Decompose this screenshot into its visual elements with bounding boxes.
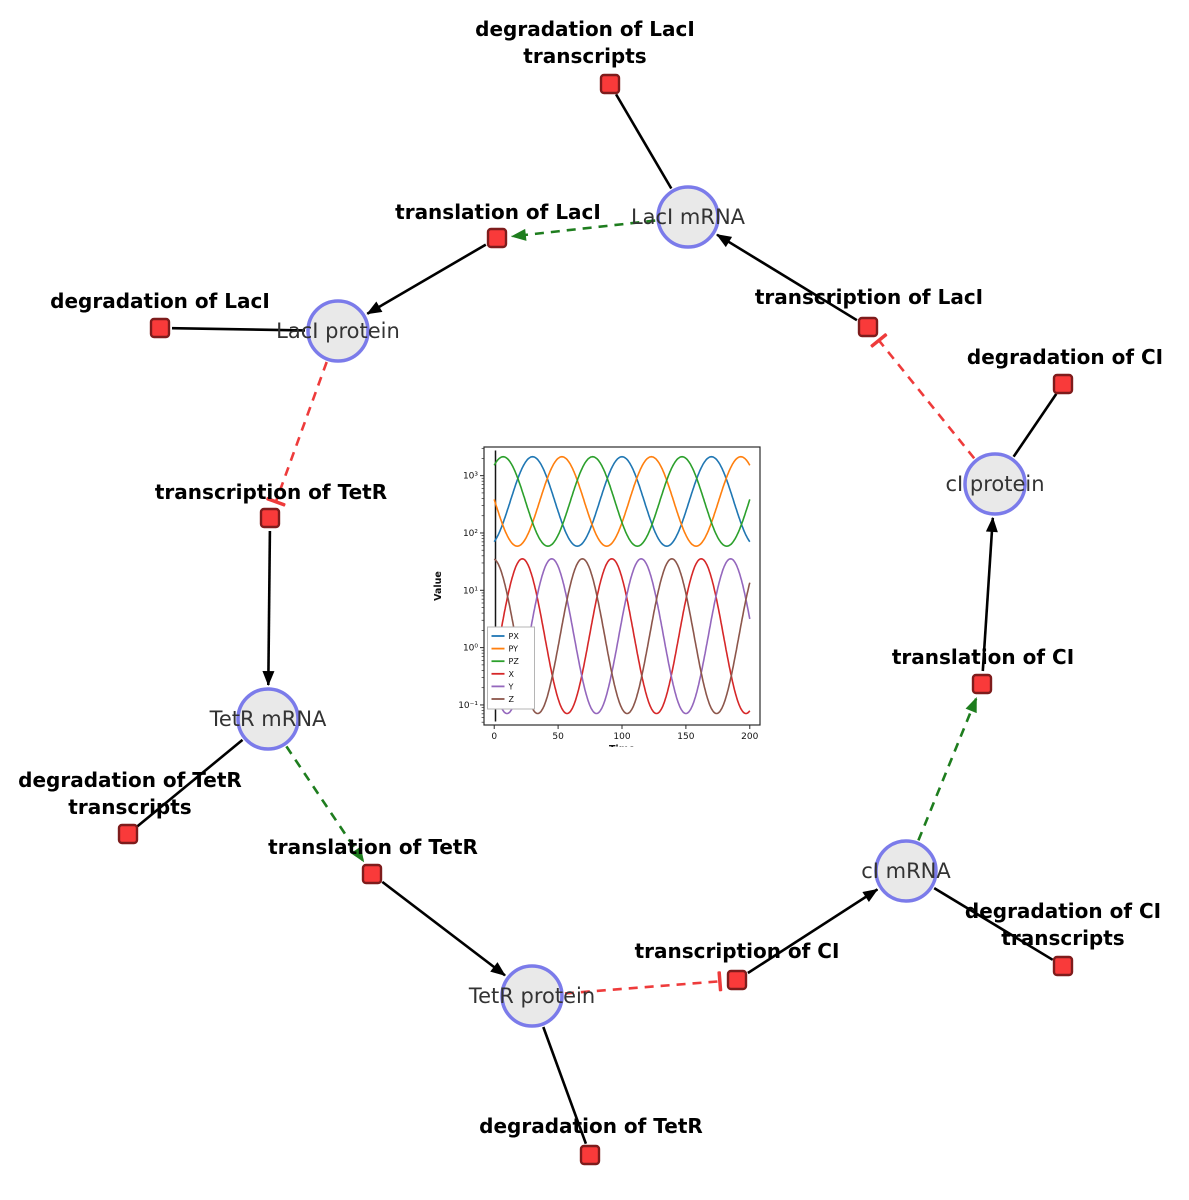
- x-tick-label: 50: [552, 732, 564, 742]
- reaction-node-transl_ci[interactable]: [971, 673, 993, 695]
- edge-production-transl_laci-laci_prot: [366, 243, 487, 315]
- species-label-ci_mrna: cI mRNA: [861, 859, 951, 883]
- y-tick-label: 10⁰: [463, 644, 478, 654]
- edge-consumption-tetr_prot-deg_tetr: [542, 1026, 588, 1145]
- reaction-label-tx_ci-line1: transcription of CI: [635, 939, 840, 963]
- edge-modifier-ci_mrna-transl_ci: [917, 696, 978, 841]
- x-tick-label: 0: [491, 732, 497, 742]
- y-tick-label: 10³: [463, 472, 478, 482]
- species-node-ci_prot[interactable]: [963, 452, 1027, 516]
- edge-consumption-laci_prot-deg_laci: [171, 326, 306, 332]
- y-axis-label: Value: [433, 571, 444, 601]
- reaction-label-transl_laci-line1: translation of LacI: [395, 200, 601, 224]
- reaction-label-deg_tetr-line1: degradation of TetR: [479, 1114, 703, 1138]
- reaction-node-deg_ci[interactable]: [1052, 373, 1074, 395]
- species-node-tetr_mrna[interactable]: [236, 687, 300, 751]
- legend-label-Y: Y: [508, 682, 514, 691]
- reaction-label-deg_tetr_tx-line2: transcripts: [68, 795, 191, 819]
- reaction-label-tx_tetr-line1: transcription of TetR: [155, 480, 387, 504]
- edge-production-tx_tetr-tetr_mrna: [262, 530, 275, 686]
- edge-consumption-tetr_mrna-deg_tetr_tx: [136, 738, 244, 828]
- reaction-node-transl_tetr[interactable]: [361, 863, 383, 885]
- legend-label-X: X: [509, 670, 515, 679]
- y-tick-label: 10⁻¹: [458, 701, 478, 711]
- species-node-tetr_prot[interactable]: [500, 964, 564, 1028]
- edge-inhibition-ci_prot-tx_laci: [870, 333, 976, 460]
- x-axis-label: Time: [609, 744, 635, 747]
- reaction-label-deg_ci-line1: degradation of CI: [967, 345, 1163, 369]
- reaction-node-tx_tetr[interactable]: [259, 507, 281, 529]
- legend-label-PY: PY: [509, 645, 519, 654]
- species-label-laci_prot: LacI protein: [276, 319, 400, 343]
- edge-production-tx_laci-laci_mrna: [716, 233, 858, 322]
- legend-label-Z: Z: [509, 695, 515, 704]
- reaction-label-deg_laci-line1: degradation of LacI: [50, 289, 270, 313]
- reaction-label-deg_laci_tx-line1: degradation of LacI: [475, 17, 695, 41]
- reaction-node-deg_tetr[interactable]: [579, 1144, 601, 1166]
- reaction-node-transl_laci[interactable]: [486, 227, 508, 249]
- legend-label-PZ: PZ: [509, 657, 520, 666]
- edge-production-transl_ci-ci_prot: [981, 516, 998, 672]
- y-tick-label: 10²: [463, 529, 478, 539]
- edge-consumption-laci_mrna-deg_laci_tx: [614, 93, 673, 190]
- reaction-node-deg_ci_tx[interactable]: [1052, 955, 1074, 977]
- species-node-laci_mrna[interactable]: [656, 185, 720, 249]
- edges-layer: [136, 93, 1058, 1145]
- series-line-Y: [493, 557, 751, 715]
- edge-production-tx_ci-ci_mrna: [747, 888, 879, 975]
- reaction-label-deg_ci_tx-line2: transcripts: [1001, 926, 1124, 950]
- reaction-label-deg_ci_tx-line1: degradation of CI: [965, 899, 1161, 923]
- reaction-label-transl_ci-line1: translation of CI: [892, 645, 1074, 669]
- edge-inhibition-laci_prot-tx_tetr: [266, 361, 328, 507]
- species-label-laci_mrna: LacI mRNA: [631, 205, 746, 229]
- x-tick-label: 100: [613, 732, 630, 742]
- x-tick-label: 200: [741, 732, 758, 742]
- reaction-node-tx_ci[interactable]: [726, 969, 748, 991]
- reaction-label-transl_tetr-line1: translation of TetR: [268, 835, 478, 859]
- reaction-node-tx_laci[interactable]: [857, 316, 879, 338]
- y-tick-label: 10¹: [463, 586, 478, 596]
- reaction-node-deg_laci_tx[interactable]: [599, 73, 621, 95]
- reaction-node-deg_laci[interactable]: [149, 317, 171, 339]
- edge-modifier-tetr_mrna-transl_tetr: [285, 745, 365, 863]
- legend-box: [487, 626, 535, 710]
- edge-inhibition-tetr_prot-tx_ci: [564, 971, 723, 995]
- series-line-Z: [493, 557, 751, 715]
- edge-consumption-ci_mrna-deg_ci_tx: [933, 886, 1054, 961]
- species-label-tetr_mrna: TetR mRNA: [209, 707, 327, 731]
- x-tick-label: 150: [677, 732, 694, 742]
- species-node-laci_prot[interactable]: [306, 299, 370, 363]
- nodes-layer: [117, 73, 1074, 1166]
- reaction-node-deg_tetr_tx[interactable]: [117, 823, 139, 845]
- reaction-label-deg_laci_tx-line2: transcripts: [523, 44, 646, 68]
- reaction-label-deg_tetr_tx-line1: degradation of TetR: [18, 768, 242, 792]
- series-line-PX: [493, 455, 751, 548]
- series-line-PZ: [493, 455, 751, 548]
- species-node-ci_mrna[interactable]: [874, 839, 938, 903]
- reaction-label-tx_laci-line1: transcription of LacI: [755, 285, 983, 309]
- edge-production-transl_tetr-tetr_prot: [381, 880, 506, 977]
- legend-label-PX: PX: [509, 632, 520, 641]
- edge-consumption-ci_prot-deg_ci: [1012, 393, 1058, 458]
- species-label-ci_prot: cI protein: [945, 472, 1044, 496]
- species-label-tetr_prot: TetR protein: [468, 984, 595, 1008]
- edge-modifier-laci_mrna-transl_laci: [510, 219, 656, 241]
